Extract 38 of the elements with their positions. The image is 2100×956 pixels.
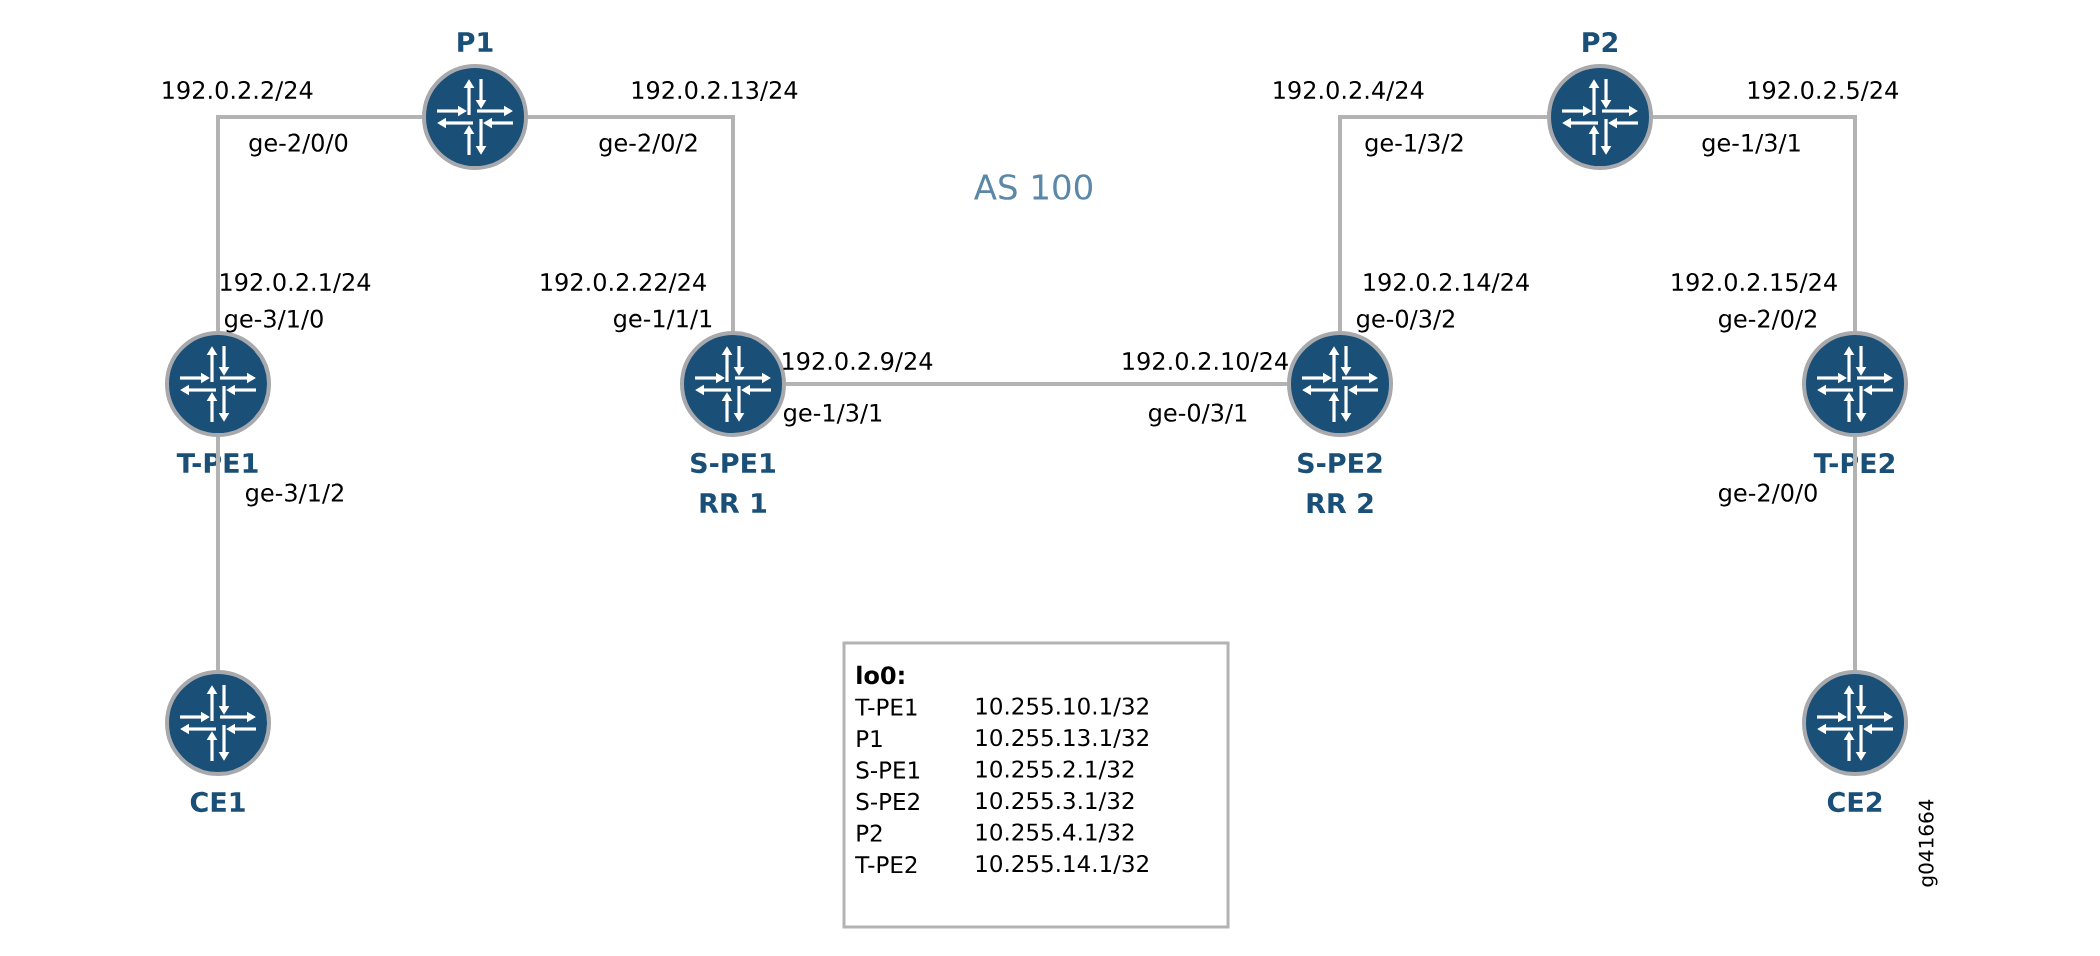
router-label: S-PE1 bbox=[691, 452, 775, 474]
link-line bbox=[1338, 115, 1547, 331]
interface-label: ge-0/3/1 bbox=[1149, 403, 1247, 427]
router-label: P2 bbox=[1583, 32, 1617, 52]
link-line bbox=[216, 437, 220, 670]
interface-label: 192.0.2.14/24 bbox=[1364, 273, 1529, 293]
router-label: CE2 bbox=[1827, 791, 1882, 813]
interface-label: ge-2/0/0 bbox=[1719, 483, 1817, 507]
interface-label: 192.0.2.9/24 bbox=[783, 352, 933, 373]
interface-label: ge-0/3/2 bbox=[1357, 309, 1454, 333]
interface-label: 192.0.2.1/24 bbox=[221, 273, 371, 293]
interface-label: 192.0.2.4/24 bbox=[1274, 81, 1424, 101]
router-label: RR 2 bbox=[1307, 493, 1373, 514]
link-line bbox=[1853, 437, 1858, 670]
interface-label: 192.0.2.13/24 bbox=[632, 81, 798, 101]
interface-label: ge-3/1/0 bbox=[225, 309, 323, 333]
interface-label: ge-1/3/1 bbox=[784, 403, 882, 427]
interface-label: ge-2/0/2 bbox=[599, 133, 697, 157]
link-line bbox=[216, 115, 422, 331]
router-label: P1 bbox=[458, 32, 493, 52]
router-label: T-PE2 bbox=[1813, 453, 1895, 474]
link-line bbox=[528, 115, 735, 331]
router-label: CE1 bbox=[190, 791, 245, 813]
loopback-table: lo0: T-PE1 10.255.10.1/32 P1 10.255.13.1/32 S-PE1 10.255.2.1/32 S-PE2 10.255.3.1/32 P2 10.255.4.1/32 T-PE2 10.255.14.1/32 bbox=[842, 641, 1230, 929]
interface-label: 192.0.2.10/24 bbox=[1123, 352, 1288, 373]
interface-label: 192.0.2.2/24 bbox=[163, 81, 313, 101]
as-label: AS 100 bbox=[974, 174, 1092, 200]
interface-label: 192.0.2.5/24 bbox=[1748, 81, 1898, 101]
interface-label: ge-1/3/1 bbox=[1702, 133, 1800, 157]
link-line bbox=[786, 382, 1287, 386]
router-label: RR 1 bbox=[700, 493, 767, 513]
interface-label: ge-2/0/2 bbox=[1719, 309, 1816, 333]
link-line bbox=[1653, 115, 1858, 331]
interface-label: 192.0.2.22/24 bbox=[541, 273, 706, 293]
interface-label: ge-1/1/1 bbox=[614, 309, 712, 333]
router-label: S-PE2 bbox=[1298, 452, 1382, 474]
interface-label: ge-3/1/2 bbox=[246, 483, 343, 507]
interface-label: 192.0.2.15/24 bbox=[1672, 273, 1837, 293]
